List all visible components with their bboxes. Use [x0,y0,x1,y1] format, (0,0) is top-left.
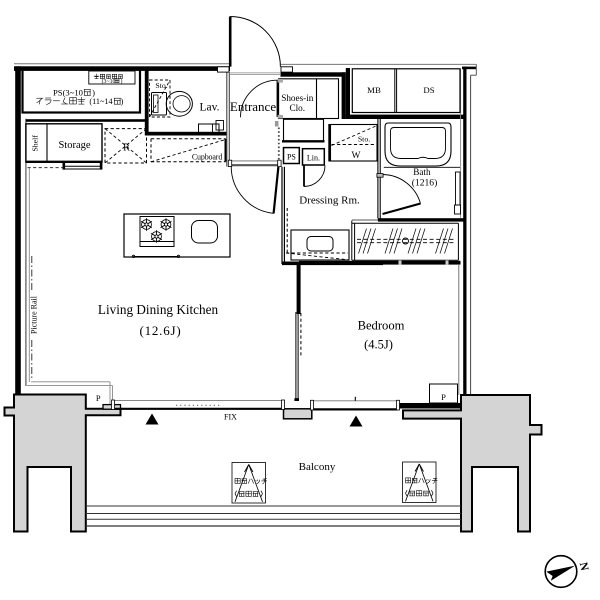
svg-text:(11~14: (11~14 [89,97,112,106]
svg-text:(1216): (1216) [412,178,438,189]
svg-text:PS(3~10: PS(3~10 [53,87,83,97]
svg-text:Clo.: Clo. [290,103,306,113]
svg-text:): ) [121,78,123,85]
svg-text:(4.5J): (4.5J) [364,338,393,352]
svg-text:Sto.: Sto. [358,135,370,144]
svg-text:Sto.: Sto. [155,81,167,90]
svg-text:Balcony: Balcony [299,461,336,473]
svg-text:DS: DS [423,85,434,95]
svg-text:P: P [441,392,446,402]
svg-text:Living Dining Kitchen: Living Dining Kitchen [98,302,219,317]
svg-text:Lin.: Lin. [307,154,320,163]
svg-text:Bedroom: Bedroom [358,319,405,333]
svg-text:Cupboard: Cupboard [192,152,223,161]
svg-text:R: R [123,143,130,154]
svg-text:Dressing Rm.: Dressing Rm. [299,195,360,207]
svg-text:(3~10: (3~10 [102,78,116,85]
svg-text:PS: PS [287,152,296,161]
svg-text:): ) [121,97,124,106]
svg-text:Storage: Storage [58,140,90,151]
svg-text:N: N [577,561,591,572]
svg-text:(12.6J): (12.6J) [139,323,181,338]
svg-text:Bath: Bath [413,167,431,177]
svg-text:Shoes-in: Shoes-in [281,93,314,103]
svg-text:): ) [92,87,95,97]
svg-text:Entrance: Entrance [230,99,276,114]
svg-text:Lav.: Lav. [199,102,219,114]
svg-text:W: W [352,151,361,161]
svg-text:FIX: FIX [224,413,237,422]
svg-text:P: P [96,393,101,403]
svg-text:Picture Rail: Picture Rail [30,295,39,334]
svg-text:MB: MB [367,85,381,95]
svg-text:Shelf: Shelf [30,135,39,152]
